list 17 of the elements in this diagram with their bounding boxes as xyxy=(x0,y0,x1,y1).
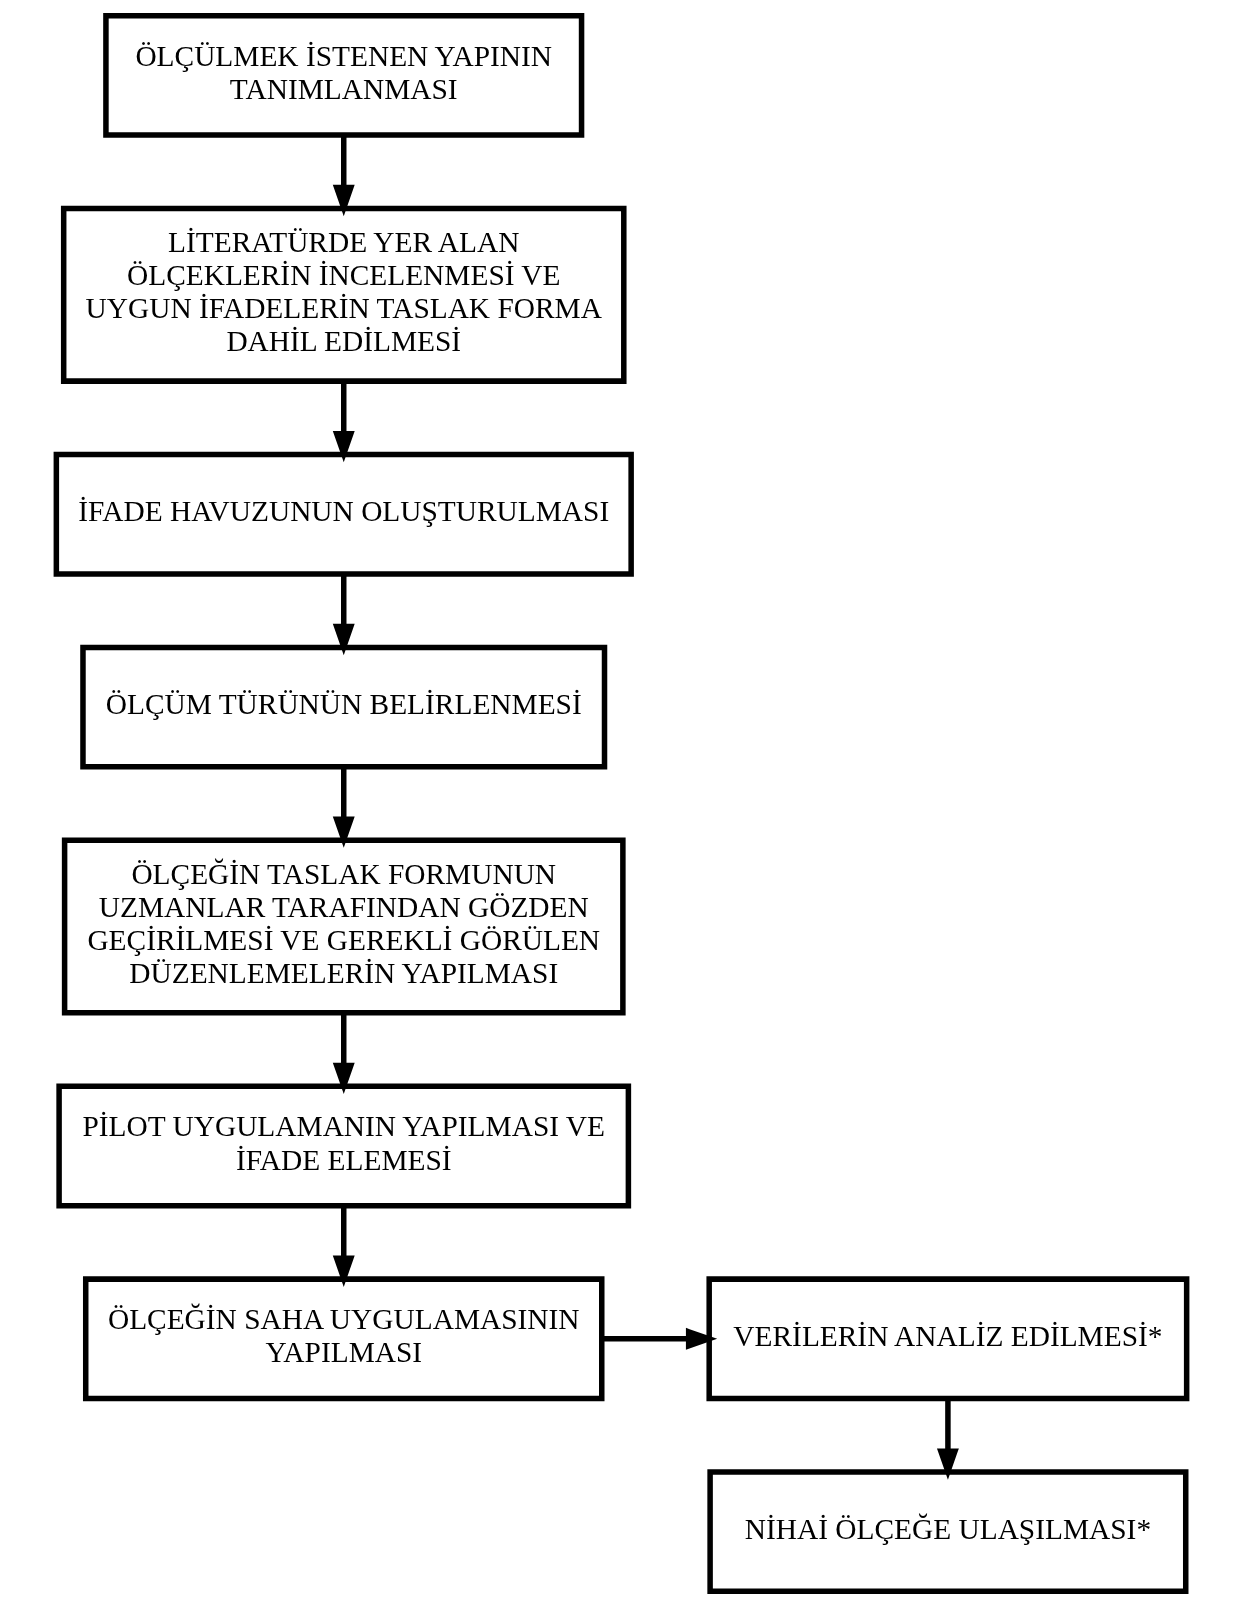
node-box: ÖLÇÜLMEK İSTENEN YAPININ TANIMLANMASI xyxy=(103,12,585,138)
arrow xyxy=(602,1327,718,1350)
node-box: ÖLÇEĞİN TASLAK FORMUNUN UZMANLAR TARAFINDAN GÖZDEN GEÇİRİLMESİ VE GEREKLİ GÖRÜLEN DÜZENLEMELERİN YAPILMASI xyxy=(61,837,626,1016)
node-box: VERİLERİN ANALİZ EDİLMESİ* xyxy=(706,1276,1190,1402)
node-box: NİHAİ ÖLÇEĞE ULAŞILMASI* xyxy=(707,1469,1189,1595)
node-box: PİLOT UYGULAMANIN YAPILMASI VE İFADE ELEMESİ xyxy=(56,1083,632,1209)
arrow xyxy=(332,574,355,656)
arrow xyxy=(332,381,355,463)
arrow xyxy=(332,767,355,848)
arrow xyxy=(332,1206,355,1287)
arrow xyxy=(332,1013,355,1095)
node-box: LİTERATÜRDE YER ALAN ÖLÇEKLERİN İNCELENMESİ VE UYGUN İFADELERİN TASLAK FORMA DAHİL EDİLMESİ xyxy=(60,205,627,384)
arrow xyxy=(936,1398,959,1480)
node-box: ÖLÇÜM TÜRÜNÜN BELİRLENMESİ xyxy=(80,644,608,770)
node-box: İFADE HAVUZUNUN OLUŞTURULMASI xyxy=(53,451,634,577)
arrow xyxy=(332,135,355,217)
node-box: ÖLÇEĞİN SAHA UYGULAMASININ YAPILMASI xyxy=(82,1276,605,1402)
